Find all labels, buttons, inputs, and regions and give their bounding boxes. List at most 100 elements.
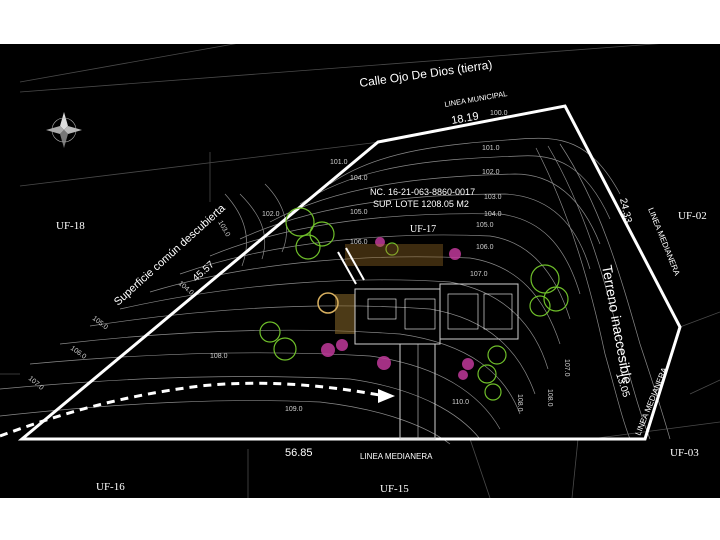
contour-label: 106.0 xyxy=(476,244,494,251)
contour-label: 107.0 xyxy=(27,375,45,392)
tree-icon xyxy=(273,337,297,361)
tree-icon xyxy=(484,383,502,401)
contour-label: 107.0 xyxy=(470,271,488,278)
bottom-boundary-label: LINEA MEDIANERA xyxy=(360,452,433,461)
trees-green xyxy=(259,207,569,401)
contour-line xyxy=(224,193,247,267)
contour-line xyxy=(59,329,521,415)
lot-line xyxy=(19,141,381,187)
neighbor-lot-lines xyxy=(0,44,720,498)
tree-icon xyxy=(462,358,474,370)
contour-label: 104.0 xyxy=(177,280,195,297)
lot-line xyxy=(679,311,720,328)
lot-line xyxy=(689,379,720,395)
contour-line xyxy=(535,147,631,440)
right-upper-boundary-label: LINEA MEDIANERA xyxy=(646,206,682,277)
contour-label: 101.0 xyxy=(482,145,500,152)
contour-label: 100.0 xyxy=(490,110,508,117)
contour-label: 103.0 xyxy=(484,194,502,201)
lot-area: SUP. LOTE 1208.05 M2 xyxy=(373,199,469,209)
neighbor-lot-label: UF-15 xyxy=(380,483,409,495)
tree-icon xyxy=(377,356,391,370)
tree-icon xyxy=(336,339,348,351)
street-name: Calle Ojo De Dios (tierra) xyxy=(358,57,493,90)
tree-icon xyxy=(529,295,551,317)
access-ramp xyxy=(399,343,436,440)
contour-label: 103.0 xyxy=(216,220,231,239)
parcel-boundary[interactable] xyxy=(17,104,682,441)
lot-line xyxy=(571,438,579,498)
house-footprint[interactable] xyxy=(317,244,519,440)
contour-label: 104.0 xyxy=(484,211,502,218)
contour-label: 108.0 xyxy=(516,394,523,412)
lot-label: UF-17 xyxy=(410,224,436,235)
roof-outline xyxy=(345,244,443,266)
access-path xyxy=(0,381,386,438)
contour-label: 106.0 xyxy=(350,239,368,246)
house-room xyxy=(367,298,397,320)
neighbor-lot-label: UF-03 xyxy=(670,447,699,459)
neighbor-lot-label: UF-02 xyxy=(678,210,707,222)
house-room xyxy=(447,293,479,330)
contour-line xyxy=(209,213,581,295)
cadastral-number: NC. 16-21-063-8860-0017 xyxy=(370,187,475,197)
contour-line xyxy=(264,183,287,253)
neighbor-lot-label: UF-18 xyxy=(56,220,85,232)
trees-magenta xyxy=(321,237,474,380)
tree-icon xyxy=(375,237,385,247)
contour-label: 110.0 xyxy=(452,399,469,406)
tree-icon xyxy=(458,370,468,380)
tree-icon xyxy=(449,248,461,260)
contour-line xyxy=(29,352,501,430)
tree-icon xyxy=(285,207,315,237)
contour-label: 106.0 xyxy=(69,345,87,361)
house-room xyxy=(404,298,436,330)
lot-line xyxy=(19,44,660,93)
top-boundary-dimension: 18.19 xyxy=(450,110,479,127)
contour-label: 105.0 xyxy=(350,209,368,216)
contour-label: 108.0 xyxy=(210,353,228,360)
tree-icon xyxy=(487,345,507,365)
access-path-arrow-icon xyxy=(378,389,395,403)
tree-icon xyxy=(259,321,281,343)
house-room xyxy=(483,293,513,330)
contour-line xyxy=(119,279,549,370)
tree-icon xyxy=(295,234,321,260)
contour-line xyxy=(179,234,571,320)
lot-line xyxy=(589,421,720,440)
contour-line xyxy=(299,155,611,220)
round-feature xyxy=(317,292,339,314)
site-plan-drawing[interactable]: 100.0 101.0 101.0 102.0 102.0 103.0 103.… xyxy=(0,44,720,498)
contour-line xyxy=(0,400,451,445)
contour-line xyxy=(239,193,266,260)
contour-lines xyxy=(0,137,671,445)
contour-label: 105.0 xyxy=(91,315,109,331)
deck xyxy=(335,294,355,334)
contour-label: 105.0 xyxy=(476,222,494,229)
top-boundary-label: LINEA MUNICIPAL xyxy=(444,89,508,109)
roof-line xyxy=(345,247,365,281)
tree-icon xyxy=(385,242,399,256)
contour-label: 101.0 xyxy=(330,159,348,166)
contour-label: 108.0 xyxy=(546,389,553,407)
house-room xyxy=(439,283,519,340)
contour-label: 102.0 xyxy=(482,169,500,176)
north-arrow-icon xyxy=(46,112,82,148)
neighbor-lot-label: UF-16 xyxy=(96,481,125,493)
roof-line xyxy=(337,251,357,285)
contour-line xyxy=(0,376,481,440)
contour-line xyxy=(269,173,601,245)
site-plan-svg: 100.0 101.0 101.0 102.0 102.0 103.0 103.… xyxy=(0,44,720,498)
contour-label: 107.0 xyxy=(563,359,570,377)
contour-label: 102.0 xyxy=(262,211,280,218)
tree-icon xyxy=(543,286,569,312)
terrain-note: Terreno inaccesible xyxy=(599,264,636,386)
lot-line xyxy=(19,44,237,83)
tree-icon xyxy=(309,221,335,247)
tree-icon xyxy=(321,343,335,357)
right-lower-boundary-label: LINEA MEDIANERA xyxy=(634,366,670,437)
contour-label: 109.0 xyxy=(285,406,303,413)
contour-line xyxy=(239,193,591,270)
contour-line xyxy=(89,305,536,395)
